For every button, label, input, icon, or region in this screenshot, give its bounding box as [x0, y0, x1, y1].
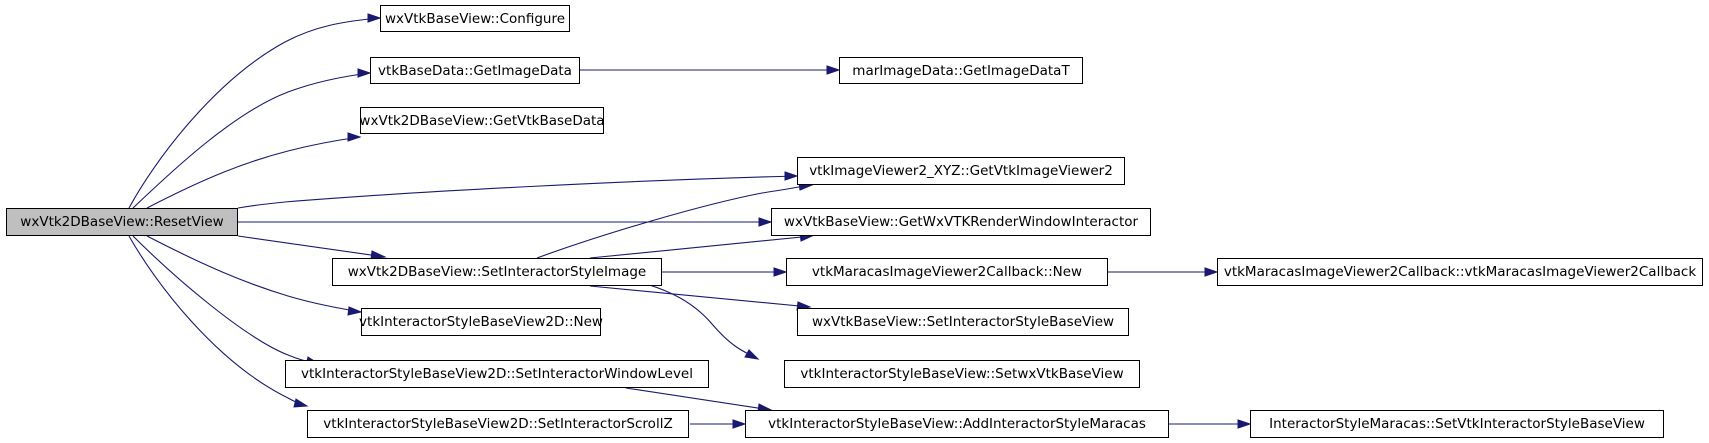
- arrowhead: [758, 217, 773, 227]
- edge-resetview-setinteractorwindowlevel: [132, 235, 320, 365]
- edge-resetview-vtkinteractorstylebaseview2d-new: [146, 235, 362, 313]
- node-wxvtkbaseview-configure[interactable]: wxVtkBaseView::Configure: [380, 5, 570, 32]
- arrowhead: [784, 171, 799, 181]
- node-wxvtkbaseview-getwxvtkrenderwindowinteractor[interactable]: wxVtkBaseView::GetWxVTKRenderWindowInter…: [771, 208, 1151, 236]
- node-interactorstylemaracas-setvtkinteractorstylebaseview[interactable]: InteractorStyleMaracas::SetVtkInteractor…: [1250, 410, 1664, 438]
- arrowhead: [367, 13, 382, 23]
- arrowhead: [744, 349, 760, 360]
- node-vtkbasedata-getimagedata[interactable]: vtkBaseData::GetImageData: [370, 57, 580, 84]
- arrowhead: [347, 306, 363, 316]
- edge-setinteractorstyleimage-setinteractorstylebaseview: [589, 285, 811, 308]
- node-vtkinteractorstylebaseview2d-setinteractorscrollz[interactable]: vtkInteractorStyleBaseView2D::SetInterac…: [307, 410, 689, 438]
- edge-setinteractorstyleimage-getwxvtkrenderwindowinteractor: [589, 235, 813, 259]
- edge-setinteractorstyleimage-getvtkimageviewer2: [536, 184, 813, 259]
- arrowhead: [347, 132, 362, 142]
- arrowhead: [1204, 267, 1219, 277]
- edge-setinteractorwindowlevel-addinteractorstylemaracas: [625, 387, 772, 411]
- node-wxvtk2dbaseview-setinteractorstyleimage[interactable]: wxVtk2DBaseView::SetInteractorStyleImage: [332, 258, 662, 286]
- arrowhead: [773, 267, 788, 277]
- arrowhead: [357, 68, 372, 78]
- node-wxvtk2dbaseview-getvtkbasedata[interactable]: wxVtk2DBaseView::GetVtkBaseData: [359, 107, 605, 134]
- node-vtkimageviewer2-xyz-getvtkimageviewer2[interactable]: vtkImageViewer2_XYZ::GetVtkImageViewer2: [797, 157, 1125, 185]
- edge-resetview-getvtkbasedata: [146, 136, 361, 209]
- edge-resetview-getimagedata: [132, 72, 371, 209]
- node-wxvtk2dbaseview-resetview: wxVtk2DBaseView::ResetView: [6, 208, 238, 236]
- edge-resetview-configure: [128, 17, 381, 209]
- node-marimagedata-getimagedatat[interactable]: marImageData::GetImageDataT: [839, 57, 1083, 84]
- node-vtkinteractorstylebaseview-setwxvtkbaseview[interactable]: vtkInteractorStyleBaseView::SetwxVtkBase…: [784, 360, 1140, 388]
- node-vtkmaracasimageviewer2callback-new[interactable]: vtkMaracasImageViewer2Callback::New: [786, 258, 1108, 286]
- node-wxvtkbaseview-setinteractorstylebaseview[interactable]: wxVtkBaseView::SetInteractorStyleBaseVie…: [797, 308, 1129, 336]
- edge-layer: [128, 13, 1252, 429]
- edge-resetview-setinteractorstyleimage: [237, 235, 386, 258]
- node-vtkinteractorstylebaseview-addinteractorstylemaracas[interactable]: vtkInteractorStyleBaseView::AddInteracto…: [745, 410, 1169, 438]
- arrowhead: [293, 398, 309, 408]
- node-vtkmaracasimageviewer2callback-ctor[interactable]: vtkMaracasImageViewer2Callback::vtkMarac…: [1217, 258, 1703, 286]
- edge-resetview-getvtkimageviewer2: [237, 175, 798, 209]
- node-vtkinteractorstylebaseview2d-new[interactable]: vtkInteractorStyleBaseView2D::New: [359, 308, 603, 336]
- arrowhead: [1237, 419, 1252, 429]
- arrowhead: [732, 419, 747, 429]
- node-vtkinteractorstylebaseview2d-setinteractorwindowlevel[interactable]: vtkInteractorStyleBaseView2D::SetInterac…: [285, 360, 709, 388]
- edge-resetview-setinteractorscrollz: [128, 235, 308, 407]
- arrowhead: [826, 65, 841, 75]
- edge-setinteractorstyleimage-setwxvtkbaseview: [631, 279, 759, 360]
